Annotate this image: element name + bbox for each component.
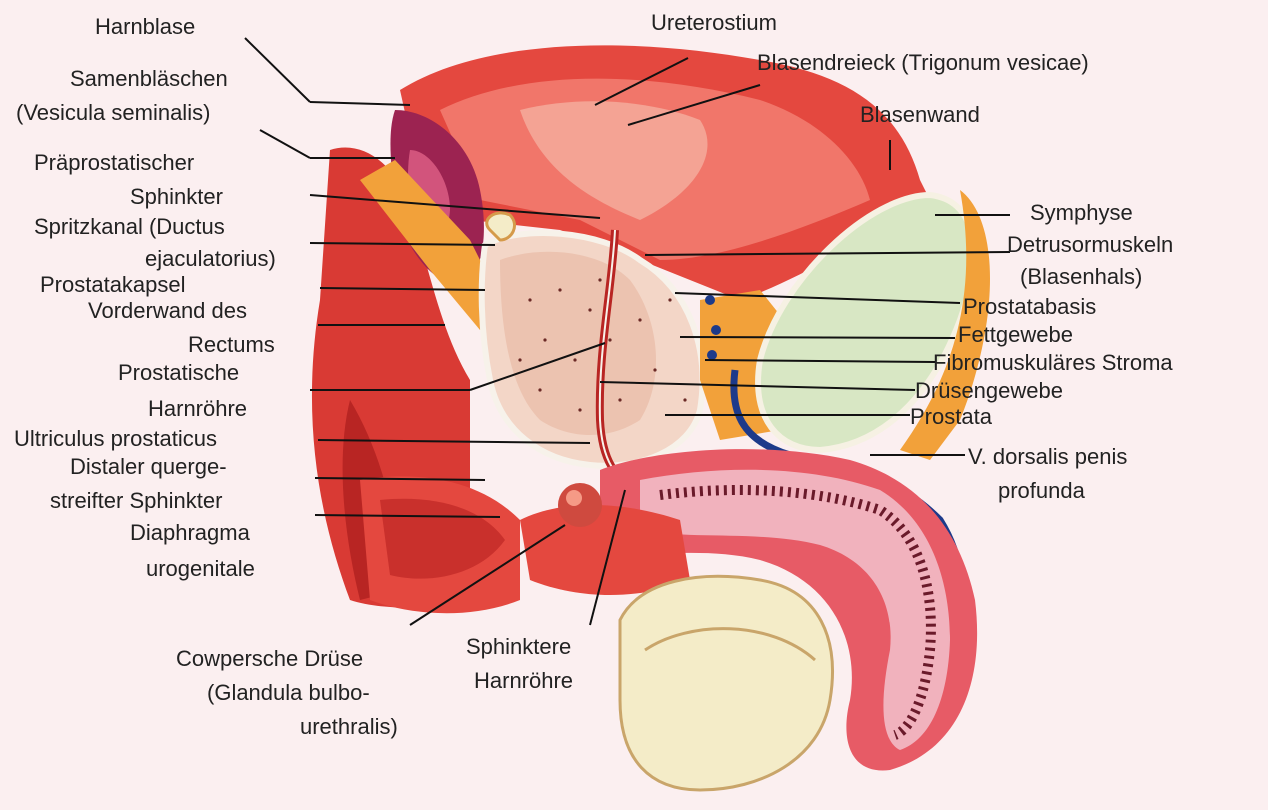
label-praeprostatischer-2: Sphinkter [130, 184, 223, 210]
label-druesengewebe: Drüsengewebe [915, 378, 1063, 404]
cowper-gland [558, 483, 602, 527]
label-harnblase: Harnblase [95, 14, 195, 40]
label-sphinktere-2: Harnröhre [474, 668, 573, 694]
label-fibromuskulaer: Fibromuskuläres Stroma [933, 350, 1173, 376]
label-detrusor-1: Detrusormuskeln [1007, 232, 1173, 258]
label-blasendreieck: Blasendreieck (Trigonum vesicae) [757, 50, 1089, 76]
label-fettgewebe: Fettgewebe [958, 322, 1073, 348]
label-cowper-2: (Glandula bulbo- [207, 680, 370, 706]
label-vdorsalis-2: profunda [998, 478, 1085, 504]
label-blasenwand: Blasenwand [860, 102, 980, 128]
label-prostatabasis: Prostatabasis [963, 294, 1096, 320]
testis [620, 576, 832, 790]
label-vdorsalis-1: V. dorsalis penis [968, 444, 1127, 470]
label-vorderwand-1: Vorderwand des [88, 298, 247, 324]
label-vorderwand-2: Rectums [188, 332, 275, 358]
label-prostatische-1: Prostatische [118, 360, 239, 386]
label-spritzkanal-1: Spritzkanal (Ductus [34, 214, 225, 240]
label-detrusor-2: (Blasenhals) [1020, 264, 1142, 290]
label-ultriculus: Ultriculus prostaticus [14, 426, 217, 452]
label-sphinktere-1: Sphinktere [466, 634, 571, 660]
label-distaler-1: Distaler querge- [70, 454, 227, 480]
label-prostatakapsel: Prostatakapsel [40, 272, 186, 298]
label-cowper-1: Cowpersche Drüse [176, 646, 363, 672]
label-praeprostatischer-1: Präprostatischer [34, 150, 194, 176]
label-prostatische-2: Harnröhre [148, 396, 247, 422]
label-distaler-2: streifter Sphinkter [50, 488, 222, 514]
label-ureterostium: Ureterostium [651, 10, 777, 36]
label-samenblaeschen-2: (Vesicula seminalis) [16, 100, 210, 126]
label-diaphragma-2: urogenitale [146, 556, 255, 582]
label-diaphragma-1: Diaphragma [130, 520, 250, 546]
label-symphyse: Symphyse [1030, 200, 1133, 226]
label-cowper-3: urethralis) [300, 714, 398, 740]
label-prostata: Prostata [910, 404, 992, 430]
label-samenblaeschen-1: Samenbläschen [70, 66, 228, 92]
label-spritzkanal-2: ejaculatorius) [145, 246, 276, 272]
